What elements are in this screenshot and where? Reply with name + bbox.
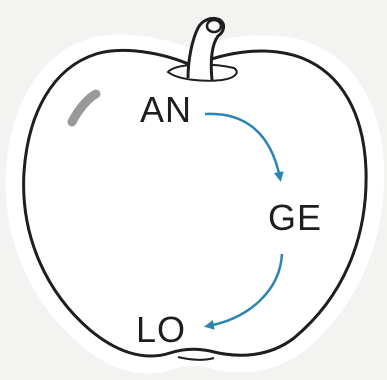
syllable-ge: GE bbox=[268, 200, 322, 236]
stem-top bbox=[207, 20, 221, 32]
syllable-lo: LO bbox=[136, 312, 186, 348]
syllable-an: AN bbox=[140, 92, 192, 128]
